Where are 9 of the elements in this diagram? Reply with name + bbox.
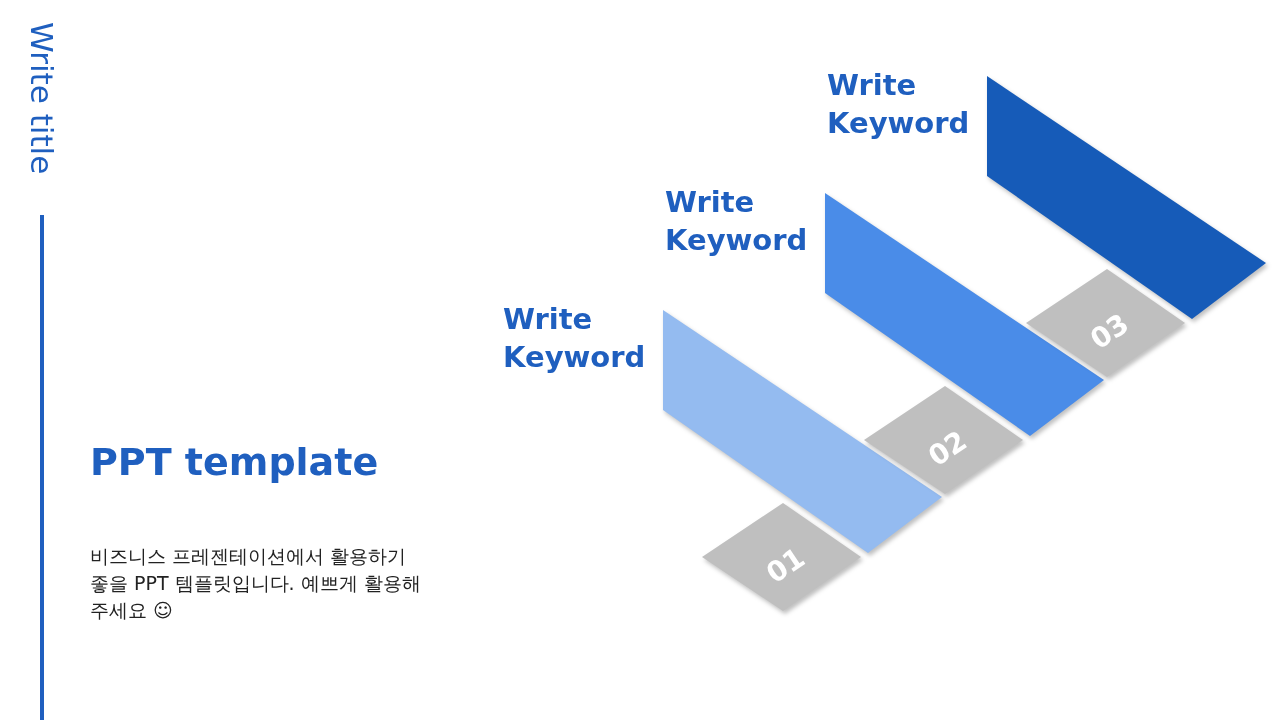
- vertical-title: Write title: [24, 22, 60, 175]
- heading: PPT template: [90, 440, 379, 484]
- step-number: 01: [760, 540, 811, 591]
- keyword-heading: Write Keyword: [827, 67, 971, 142]
- keyword-heading: Write Keyword: [503, 301, 647, 376]
- step-number: 02: [922, 423, 973, 474]
- keyword-heading: Write Keyword: [665, 184, 809, 259]
- description-text: 비즈니스 프레젠테이션에서 활용하기 좋을 PPT 템플릿입니다. 예쁘게 활용해 주세요 ☺: [90, 544, 422, 623]
- step-number: 03: [1084, 306, 1135, 357]
